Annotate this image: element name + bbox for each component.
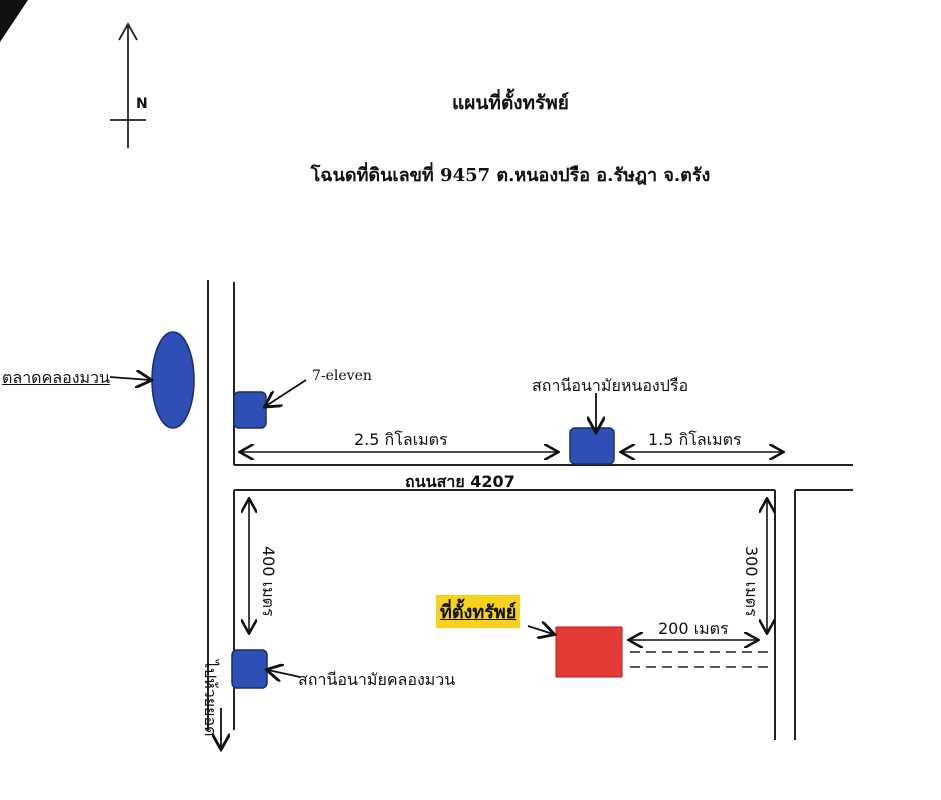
north-arrow-icon — [110, 22, 146, 148]
distance-east-label: 1.5 กิโลเมตร — [648, 430, 742, 449]
distance-west-label: 2.5 กิโลเมตร — [354, 430, 448, 449]
distance-300-label: 300 เมตร — [742, 546, 761, 617]
scan-corner — [0, 0, 28, 42]
distance-200-label: 200 เมตร — [658, 619, 729, 638]
distance-400-label: 400 เมตร — [259, 546, 278, 617]
property-marker — [555, 626, 623, 678]
main-road-label: ถนนสาย 4207 — [405, 472, 515, 491]
pointer-arrows — [109, 377, 596, 677]
access-lane — [630, 651, 775, 668]
south-direction-label: ไปห้วยยอด — [201, 660, 220, 737]
seven-eleven-marker — [233, 391, 267, 429]
market-label: ตลาดคลองมวน — [2, 368, 110, 387]
health-station-north-marker — [569, 427, 615, 465]
road-network — [207, 280, 853, 740]
property-label: ที่ตั้งทรัพย์ — [436, 595, 521, 628]
health-station-south-marker — [231, 649, 268, 689]
health-station-south-label: สถานีอนามัยคลองมวน — [298, 670, 456, 689]
map-subtitle: โฉนดที่ดินเลขที่ 9457 ต.หนองปรือ อ.รัษฎา… — [310, 165, 711, 186]
map-title: แผนที่ตั้งทรัพย์ — [452, 92, 569, 114]
health-station-north-label: สถานีอนามัยหนองปรือ — [532, 376, 689, 395]
north-label: N — [136, 96, 148, 112]
seven-eleven-label: 7-eleven — [312, 368, 372, 384]
distance-arrows — [241, 452, 782, 640]
market-marker — [151, 331, 195, 429]
